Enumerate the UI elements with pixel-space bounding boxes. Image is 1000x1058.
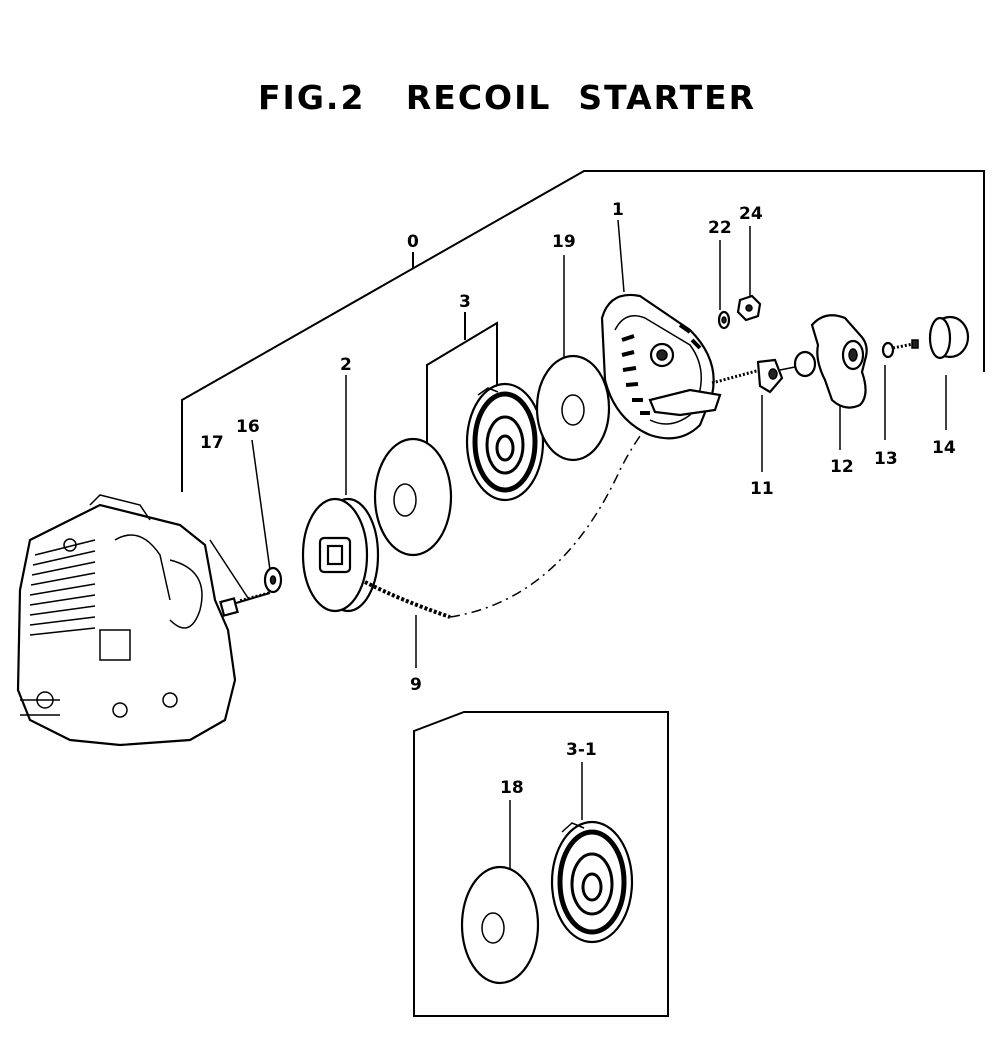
cap-14 — [928, 315, 970, 430]
washer-22 — [717, 240, 731, 330]
handle-12 — [779, 314, 868, 450]
label-3-1: 3-1 — [566, 740, 597, 760]
label-22: 22 — [708, 218, 732, 238]
label-13: 13 — [874, 449, 898, 469]
spring-plate-3 — [373, 437, 453, 557]
label-16: 16 — [236, 417, 260, 437]
label-14: 14 — [932, 438, 956, 458]
engine-block — [16, 494, 237, 747]
label-0: 0 — [407, 232, 419, 252]
washer-13 — [881, 339, 919, 440]
label-17: 17 — [200, 433, 224, 453]
washer-16 — [251, 439, 283, 594]
spring-3 — [465, 382, 545, 502]
nut-24 — [736, 226, 762, 322]
rope-guide-11 — [711, 358, 784, 472]
inset-box — [413, 711, 669, 1017]
label-18: 18 — [500, 778, 524, 798]
label-3: 3 — [459, 292, 471, 312]
pulley-2 — [301, 375, 380, 613]
plate-18 — [460, 800, 540, 985]
bolt-17 — [209, 539, 271, 617]
starter-case-1 — [600, 219, 722, 440]
spring-3-1 — [550, 762, 634, 944]
plate-19 — [535, 255, 611, 462]
label-2: 2 — [340, 355, 352, 375]
assembly-bracket-0 — [181, 170, 985, 492]
label-9: 9 — [410, 675, 422, 695]
label-11: 11 — [750, 479, 774, 499]
figure-title: FIG.2 RECOIL STARTER — [258, 78, 757, 117]
label-12: 12 — [830, 457, 854, 477]
label-1: 1 — [612, 200, 624, 220]
label-24: 24 — [739, 204, 763, 224]
bracket-3 — [426, 312, 498, 470]
label-19: 19 — [552, 232, 576, 252]
